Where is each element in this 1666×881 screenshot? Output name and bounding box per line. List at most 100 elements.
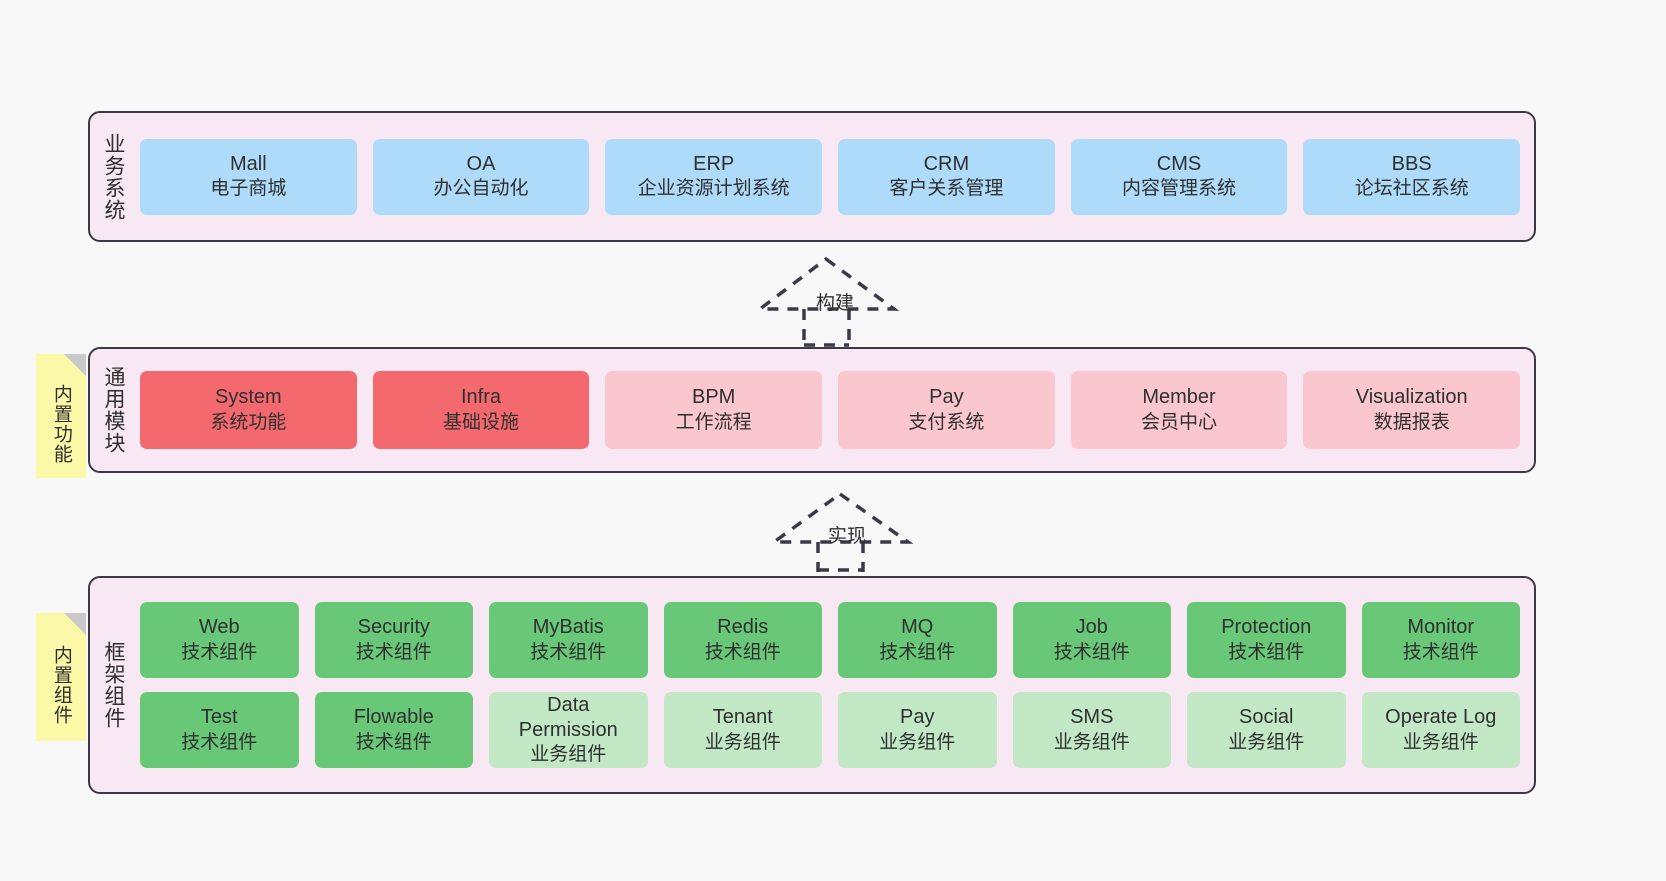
node-title: CMS [1156, 152, 1202, 175]
node-title: Test [200, 706, 238, 729]
node-title: Pay [900, 706, 935, 729]
layer-business-system: 业务系统 Mall 电子商城 OA 办公自动化 ERP 企业资源计划系统 CRM 客户关系管理… [88, 111, 1536, 242]
node-subtitle: 内容管理系统 [1122, 178, 1237, 200]
node-title: System [214, 386, 282, 409]
layer-business-body: Mall 电子商城 OA 办公自动化 ERP 企业资源计划系统 CRM 客户关系管理 CMS 内容… [136, 113, 1534, 240]
node-title: Mall [230, 152, 267, 175]
node-business-bbs[interactable]: BBS 论坛社区系统 [1303, 138, 1521, 215]
node-business-erp[interactable]: ERP 企业资源计划系统 [605, 138, 823, 215]
node-subtitle: 技术组件 [181, 731, 258, 753]
node-subtitle: 基础设施 [443, 411, 520, 433]
node-subtitle: 业务组件 [704, 731, 781, 753]
node-title: Flowable [353, 706, 434, 729]
node-subtitle: 会员中心 [1141, 411, 1218, 433]
sticky-note-builtin-features: 内置功能 [36, 354, 86, 478]
node-subtitle: 企业资源计划系统 [637, 178, 790, 200]
node-subtitle: 业务组件 [530, 744, 607, 766]
connector-build-label: 构建 [816, 293, 855, 314]
node-subtitle: 技术组件 [355, 731, 432, 753]
node-title: Protection [1221, 616, 1312, 639]
node-title: MyBatis [532, 616, 604, 639]
node-title: ERP [693, 152, 735, 175]
node-title: BBS [1391, 152, 1432, 175]
node-subtitle: 业务组件 [1402, 731, 1479, 753]
node-subtitle: 技术组件 [1228, 641, 1305, 663]
node-row-business: Mall 电子商城 OA 办公自动化 ERP 企业资源计划系统 CRM 客户关系管理 CMS 内容… [140, 138, 1521, 215]
node-subtitle: 工作流程 [675, 411, 752, 433]
node-business-cms[interactable]: CMS 内容管理系统 [1070, 138, 1288, 215]
node-subtitle: 业务组件 [1228, 731, 1305, 753]
node-title: BPM [692, 386, 736, 409]
node-subtitle: 技术组件 [181, 641, 258, 663]
node-subtitle: 技术组件 [1053, 641, 1130, 663]
node-title: Security [357, 616, 430, 639]
node-business-crm[interactable]: CRM 客户关系管理 [838, 138, 1055, 215]
node-subtitle: 技术组件 [355, 641, 432, 663]
node-subtitle: 办公自动化 [433, 178, 529, 200]
node-title: Infra [460, 386, 502, 409]
connector-implement-label: 实现 [828, 526, 867, 547]
node-title: Web [198, 616, 240, 639]
node-subtitle: 技术组件 [879, 641, 956, 663]
node-title: OA [466, 152, 496, 175]
node-subtitle: 客户关系管理 [889, 178, 1004, 200]
layer-framework-title: 框架组件 [101, 641, 125, 729]
node-title: Redis [717, 616, 769, 639]
node-title: CRM [923, 152, 970, 175]
node-subtitle: 业务组件 [1053, 731, 1130, 753]
node-subtitle: 电子商城 [210, 178, 287, 200]
node-subtitle: 业务组件 [879, 731, 956, 753]
layer-common-title: 通用模块 [101, 366, 125, 454]
node-title: Monitor [1407, 616, 1475, 639]
node-title: Operate Log [1385, 706, 1497, 729]
node-title: Job [1075, 616, 1108, 639]
node-business-mall[interactable]: Mall 电子商城 [140, 138, 357, 215]
layer-business-title: 业务系统 [101, 132, 125, 221]
node-title: SMS [1070, 706, 1114, 729]
node-subtitle: 技术组件 [530, 641, 607, 663]
node-subtitle: 系统功能 [210, 411, 287, 433]
node-subtitle: 支付系统 [908, 411, 985, 433]
node-business-oa[interactable]: OA 办公自动化 [372, 138, 590, 215]
node-title: Visualization [1355, 386, 1468, 409]
node-title: Social [1239, 706, 1294, 729]
node-title: Pay [929, 386, 964, 409]
node-title: Data Permission [518, 693, 618, 742]
node-subtitle: 技术组件 [704, 641, 781, 663]
node-subtitle: 论坛社区系统 [1354, 178, 1469, 200]
node-title: MQ [901, 616, 934, 639]
node-subtitle: 技术组件 [1402, 641, 1479, 663]
node-title: Member [1142, 386, 1216, 409]
sticky-note-builtin-components: 内置组件 [36, 613, 86, 741]
